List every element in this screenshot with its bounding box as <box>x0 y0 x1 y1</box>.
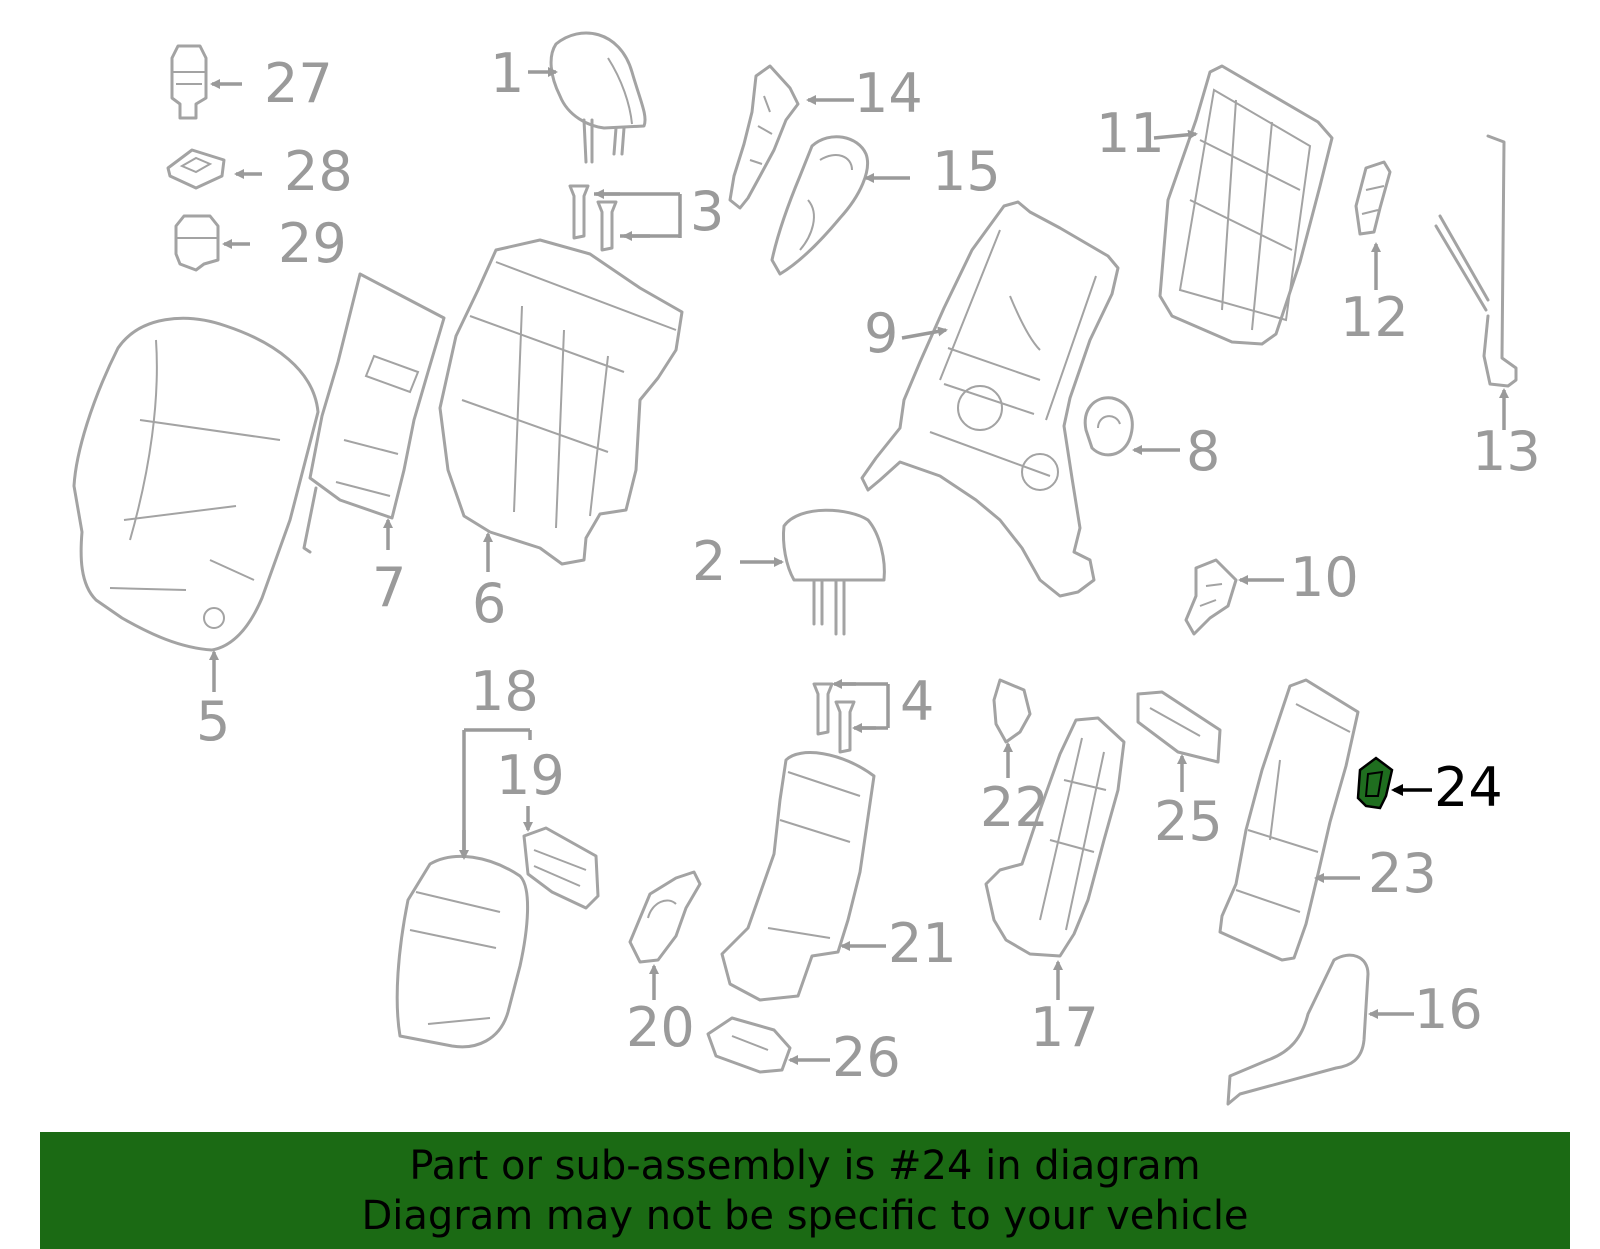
label-11: 11 <box>1096 102 1165 165</box>
label-20: 20 <box>626 996 695 1059</box>
label-2: 2 <box>692 530 726 593</box>
seat-parts-diagram: 1 2 3 4 5 6 7 8 9 10 11 12 13 14 15 16 1… <box>72 31 1541 1106</box>
part-13-rod[interactable] <box>1434 134 1518 388</box>
part-8-ring[interactable] <box>1083 396 1134 457</box>
banner-line-disclaimer: Diagram may not be specific to your vehi… <box>361 1192 1249 1239</box>
part-6-seatback-frame[interactable] <box>438 238 684 566</box>
label-14: 14 <box>854 62 923 125</box>
part-14-bracket[interactable] <box>728 64 800 210</box>
label-13: 13 <box>1472 420 1541 483</box>
label-27: 27 <box>264 52 333 115</box>
leader-lines <box>209 67 1509 1065</box>
part-5-seat-cushion[interactable] <box>72 316 320 652</box>
label-21: 21 <box>888 912 957 975</box>
part-26-bracket[interactable] <box>706 1016 792 1074</box>
part-labels: 1 2 3 4 5 6 7 8 9 10 11 12 13 14 15 16 1… <box>196 42 1541 1089</box>
label-22: 22 <box>980 776 1049 839</box>
label-3: 3 <box>690 180 724 243</box>
part-22-clip[interactable] <box>992 678 1032 744</box>
part-16-trim-cover[interactable] <box>1226 953 1370 1106</box>
label-17: 17 <box>1030 996 1099 1059</box>
part-15-trim[interactable] <box>770 135 869 276</box>
label-24-highlighted: 24 <box>1434 756 1503 819</box>
label-6: 6 <box>472 572 506 635</box>
label-28: 28 <box>284 140 353 203</box>
part-24-highlighted[interactable] <box>1356 756 1394 810</box>
label-26: 26 <box>832 1026 901 1089</box>
part-23-armrest-panel[interactable] <box>1218 678 1360 962</box>
part-29-clip[interactable] <box>174 214 220 272</box>
part-19-latch[interactable] <box>522 826 600 910</box>
info-banner: Part or sub-assembly is #24 in diagram D… <box>40 1132 1570 1249</box>
label-19: 19 <box>496 744 565 807</box>
label-4: 4 <box>900 670 934 733</box>
part-25-bracket[interactable] <box>1136 690 1222 764</box>
label-10: 10 <box>1290 546 1359 609</box>
part-3-pins[interactable] <box>568 184 618 252</box>
part-28-clip[interactable] <box>166 148 226 190</box>
label-16: 16 <box>1414 978 1483 1041</box>
part-27-clip[interactable] <box>170 44 208 120</box>
part-20-cup[interactable] <box>628 870 702 964</box>
part-7-pad[interactable] <box>302 272 446 554</box>
label-9: 9 <box>864 302 898 365</box>
part-4-pins[interactable] <box>812 682 856 754</box>
part-12-bracket[interactable] <box>1354 160 1392 236</box>
label-29: 29 <box>278 212 347 275</box>
label-8: 8 <box>1186 420 1220 483</box>
part-17-rail-frame[interactable] <box>984 716 1126 958</box>
part-18-cover[interactable] <box>395 854 529 1049</box>
part-21-armrest-body[interactable] <box>720 751 876 1002</box>
part-9-seat-frame[interactable] <box>860 200 1120 598</box>
label-23: 23 <box>1368 842 1437 905</box>
label-12: 12 <box>1340 286 1409 349</box>
label-7: 7 <box>372 556 406 619</box>
part-11-back-panel[interactable] <box>1158 64 1334 346</box>
label-25: 25 <box>1154 790 1223 853</box>
part-1-headrest[interactable] <box>549 31 647 164</box>
label-15: 15 <box>932 140 1001 203</box>
label-1: 1 <box>490 42 524 105</box>
part-2-headrest[interactable] <box>782 508 886 636</box>
banner-line-part: Part or sub-assembly is #24 in diagram <box>409 1142 1201 1189</box>
label-18: 18 <box>470 660 539 723</box>
part-10-bracket[interactable] <box>1184 558 1238 636</box>
label-5: 5 <box>196 690 230 753</box>
